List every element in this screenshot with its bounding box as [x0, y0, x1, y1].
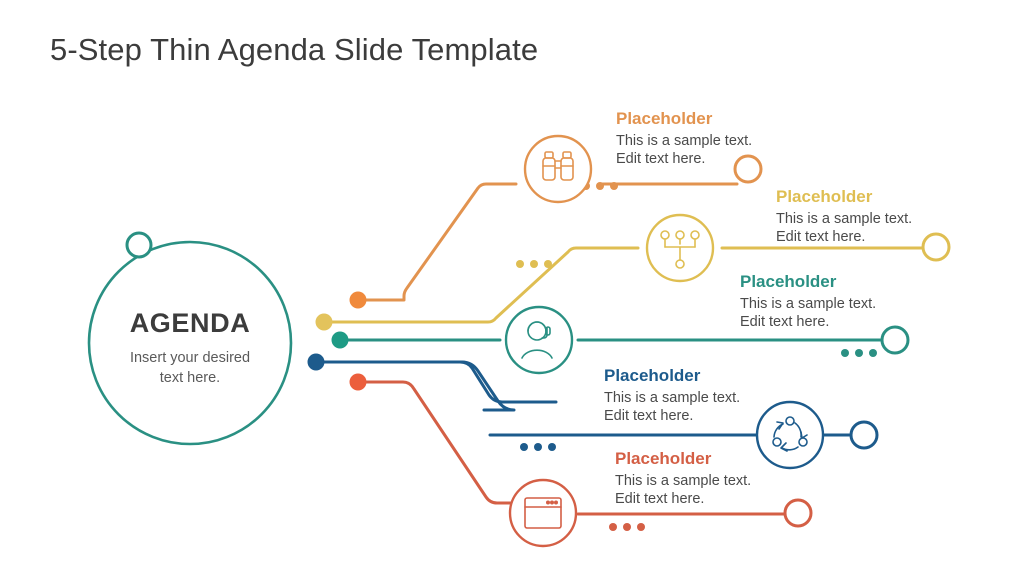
- support-agent-icon: [521, 321, 553, 359]
- step-heading-4: Placeholder: [604, 366, 701, 385]
- org-chart-icon: [660, 230, 700, 269]
- connector-step-2: [322, 246, 640, 324]
- step-heading-1: Placeholder: [616, 109, 713, 128]
- ellipsis-dots-step-4: [520, 443, 556, 451]
- end-node-step-5[interactable]: [783, 498, 813, 528]
- browser-window-icon: [524, 497, 562, 529]
- step-heading-5: Placeholder: [615, 449, 712, 468]
- step-body-4-line2: Edit text here.: [604, 408, 693, 424]
- step-body-1-line1: This is a sample text.: [616, 133, 752, 149]
- connector-step-5: [356, 380, 512, 505]
- step-body-5-line1: This is a sample text.: [615, 473, 751, 489]
- ellipsis-dots-step-3: [841, 349, 877, 357]
- agenda-subtext-line2: text here.: [160, 370, 220, 386]
- step-body-5-line2: Edit text here.: [615, 491, 704, 507]
- start-dot-step-4: [307, 353, 325, 371]
- start-dot-step-2: [315, 313, 333, 331]
- icon-circle-step-1[interactable]: [523, 134, 593, 204]
- connector-step-4-elbow: [314, 360, 516, 412]
- step-heading-3: Placeholder: [740, 272, 837, 291]
- ellipsis-dots-step-2: [516, 260, 552, 268]
- ellipsis-dots-step-5: [609, 523, 645, 531]
- start-dot-step-3: [331, 331, 349, 349]
- icon-circle-step-4[interactable]: [755, 400, 825, 470]
- page-title: 5-Step Thin Agenda Slide Template: [50, 32, 539, 67]
- end-node-step-2[interactable]: [921, 232, 951, 262]
- step-body-4-line1: This is a sample text.: [604, 390, 740, 406]
- end-node-step-3[interactable]: [880, 325, 910, 355]
- step-body-3-line2: Edit text here.: [740, 314, 829, 330]
- step-body-2-line2: Edit text here.: [776, 229, 865, 245]
- agenda-heading: AGENDA: [130, 308, 251, 338]
- binoculars-icon: [542, 151, 574, 181]
- step-body-3-line1: This is a sample text.: [740, 296, 876, 312]
- end-node-step-4[interactable]: [849, 420, 879, 450]
- step-heading-2: Placeholder: [776, 187, 873, 206]
- agenda-subtext-line1: Insert your desired: [130, 350, 250, 366]
- start-dot-step-1: [349, 291, 367, 309]
- agenda-circle[interactable]: [87, 240, 293, 446]
- start-dot-step-5: [349, 373, 367, 391]
- step-body-1-line2: Edit text here.: [616, 151, 705, 167]
- end-node-step-1[interactable]: [733, 154, 763, 184]
- icon-circle-step-5[interactable]: [508, 478, 578, 548]
- connector-step-1: [356, 182, 518, 302]
- step-body-2-line1: This is a sample text.: [776, 211, 912, 227]
- refresh-cycle-icon: [772, 416, 808, 452]
- agenda-node-icon[interactable]: [125, 231, 153, 259]
